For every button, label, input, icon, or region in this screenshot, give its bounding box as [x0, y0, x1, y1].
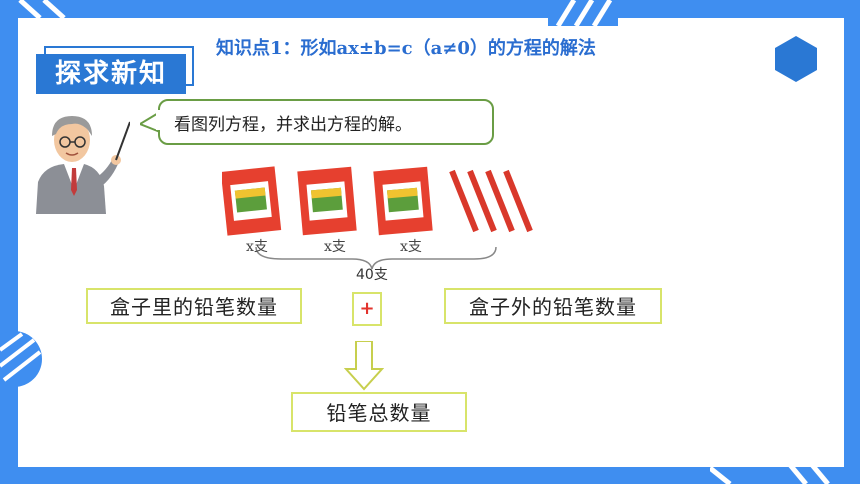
box-label-1: x支	[246, 239, 268, 255]
loose-pencils	[449, 169, 533, 233]
corner-stripes-decoration	[18, 0, 66, 18]
down-arrow-icon	[344, 341, 384, 391]
stripes-decoration-bottom	[710, 460, 830, 484]
pencil-box-3	[373, 166, 433, 236]
section-title: 探求新知	[36, 54, 186, 94]
pencil-box-2	[297, 166, 357, 236]
pencil-box-1	[222, 166, 282, 236]
box-label-3: x支	[400, 239, 422, 255]
plus-operator: +	[352, 292, 382, 326]
teacher-illustration	[36, 116, 130, 214]
stripes-decoration-left	[0, 331, 42, 387]
total-count-label: 40支	[356, 267, 388, 283]
knowledge-point-heading: 知识点1：形如ax±b=c（a≠0）的方程的解法	[216, 38, 596, 59]
outside-box-term: 盒子外的铅笔数量	[444, 288, 662, 324]
inside-box-term: 盒子里的铅笔数量	[86, 288, 302, 324]
speech-bubble-tail	[140, 111, 161, 133]
bubble-tail-cover	[156, 110, 162, 130]
section-title-badge: 探求新知	[36, 46, 194, 94]
box-label-2: x支	[324, 239, 346, 255]
stripes-decoration-top	[548, 0, 618, 26]
hexagon-decoration	[775, 36, 817, 82]
prompt-text: 看图列方程，并求出方程的解。	[174, 115, 412, 135]
pencil-boxes-illustration	[222, 166, 533, 270]
total-term: 铅笔总数量	[291, 392, 467, 432]
speech-bubble	[158, 99, 494, 145]
